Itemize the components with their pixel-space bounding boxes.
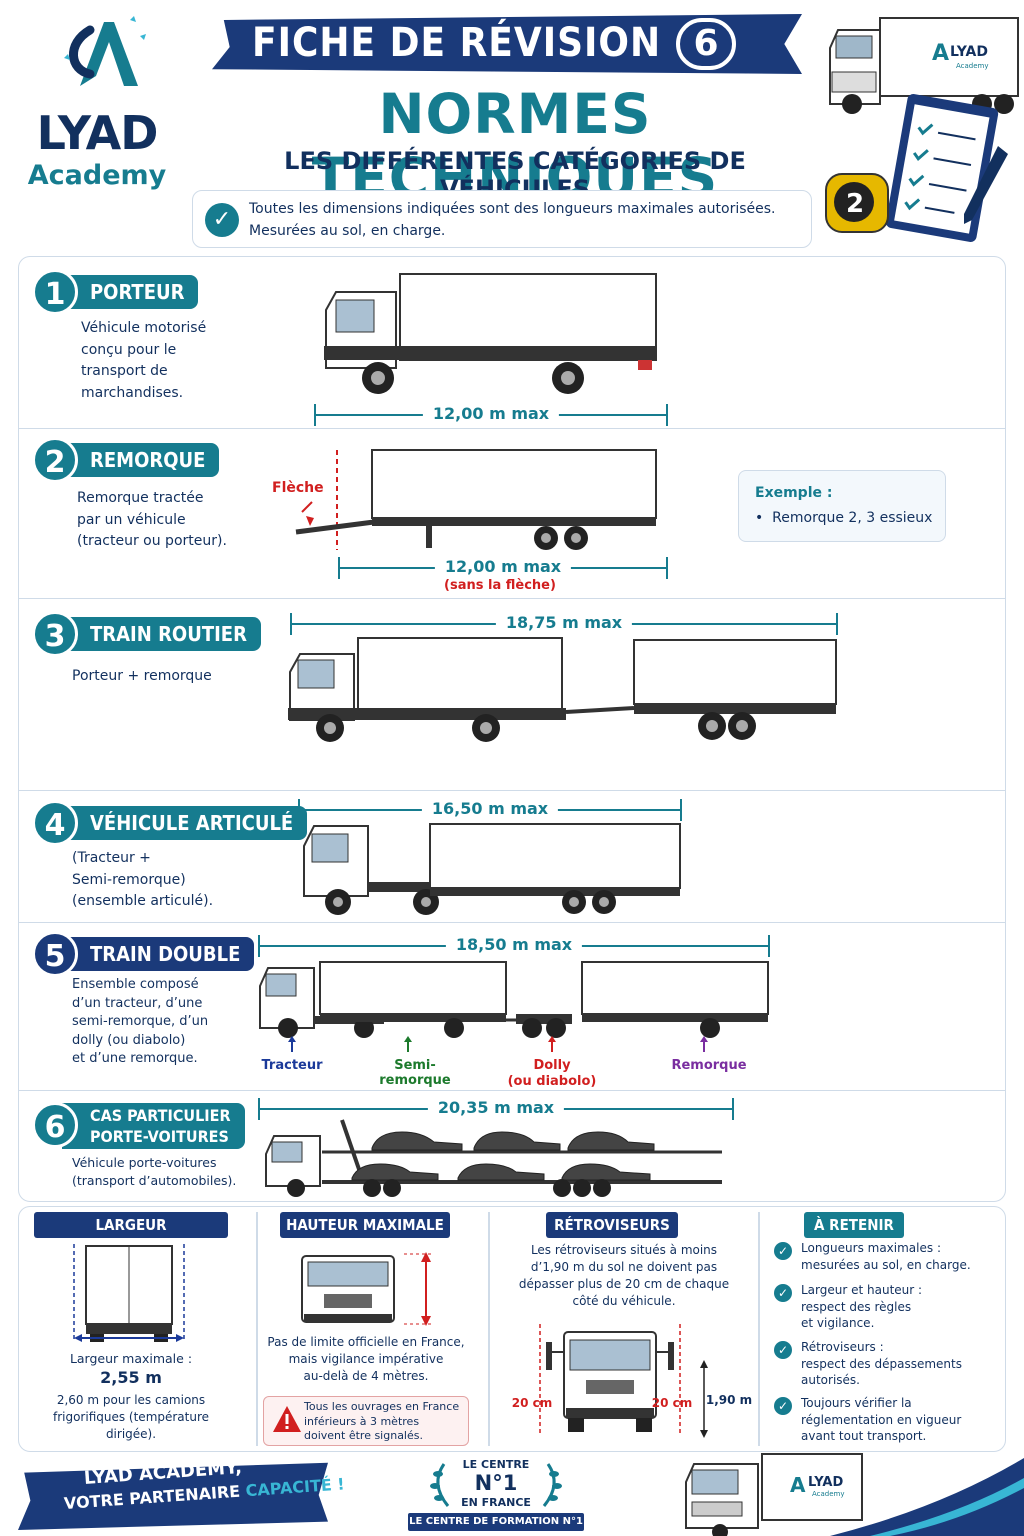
section-5-number: 5 [32, 931, 78, 977]
section-4-desc: (Tracteur + Semi-remorque) (ensemble art… [72, 850, 214, 909]
remorque-trailer-illustration [295, 449, 657, 550]
section-1-title: PORTEUR [62, 275, 199, 309]
rules-panel [18, 1206, 1006, 1452]
check-icon: ✓ [774, 1397, 792, 1415]
truck-front-height-illustration [301, 1252, 434, 1326]
vehicule-articule-illustration [303, 823, 681, 915]
section-1-number: 1 [32, 269, 78, 315]
section-4-number: 4 [32, 800, 78, 846]
truck-rear-width-illustration [73, 1244, 185, 1342]
footer-slogan: LYAD ACADEMY, VOTRE PARTENAIRE CAPACITÉ … [18, 1457, 345, 1530]
note-line-1: Toutes les dimensions indiquées sont des… [249, 201, 776, 217]
truck-front-mirrors-illustration [539, 1324, 708, 1438]
part-label-semi-remorque: Semi-remorque [379, 1058, 451, 1088]
width-note: 2,60 m pour les camions frigorifiques (t… [52, 1393, 210, 1441]
mirrors-title: RÉTROVISEURS [546, 1212, 678, 1238]
mirror-height: 1,90 m [705, 1393, 753, 1407]
footer-truck-illustration: LYAD Academy A [685, 1453, 1024, 1536]
truck-logo-sub: Academy [956, 62, 989, 70]
check-icon: ✓ [774, 1242, 792, 1260]
width-value: 2,55 m [100, 1368, 162, 1387]
footer-truck-logo: LYAD [808, 1475, 843, 1490]
footer-truck-logo-sub: Academy [812, 1490, 845, 1498]
retain-title: À RETENIR [804, 1212, 904, 1238]
section-2-desc: Remorque tractée par un véhicule (tracte… [77, 490, 227, 549]
award-line-2: N°1 [474, 1471, 518, 1495]
train-double-illustration [259, 961, 769, 1052]
svg-text:A: A [790, 1473, 806, 1497]
check-icon: ✓ [774, 1284, 792, 1302]
info-note: ✓ Toutes les dimensions indiquées sont d… [192, 190, 812, 248]
section-5-title: TRAIN DOUBLE [62, 937, 255, 971]
section-2-dimension-note: (sans la flèche) [444, 578, 556, 593]
example-item: • Remorque 2, 3 essieux [755, 510, 933, 526]
section-1-desc: Véhicule motorisé conçu pour le transpor… [81, 320, 207, 401]
lyad-logo: LYAD Academy [22, 10, 172, 191]
warning-icon [273, 1406, 301, 1432]
example-title: Exemple : [755, 485, 833, 501]
row-divider [18, 598, 1006, 599]
award-line-3: EN FRANCE [461, 1496, 531, 1509]
section-3-desc: Porteur + remorque [72, 668, 212, 684]
section-3-dimension: 18,75 m max [290, 613, 838, 635]
section-6-dimension: 20,35 m max [258, 1098, 734, 1120]
height-warning: Tous les ouvrages en France inférieurs à… [263, 1396, 469, 1446]
section-1-dimension: 12,00 m max [314, 404, 668, 426]
arrow-label: Flèche [272, 480, 324, 496]
mirror-right-offset: 20 cm [651, 1396, 693, 1410]
warning-text: Tous les ouvrages en France inférieurs à… [304, 1400, 460, 1442]
porte-voitures-illustration [265, 1119, 722, 1197]
logo-brand: LYAD [36, 106, 159, 160]
laurel-icon [430, 1463, 562, 1507]
row-divider [18, 790, 1006, 791]
section-3-number: 3 [32, 611, 78, 657]
height-title: HAUTEUR MAXIMALE [280, 1212, 450, 1238]
section-4-dimension: 16,50 m max [298, 799, 682, 821]
train-routier-illustration [288, 637, 837, 742]
part-label-remorque: Remorque [671, 1058, 747, 1073]
svg-text:A: A [932, 41, 949, 66]
mirror-left-offset: 20 cm [511, 1396, 553, 1410]
section-3-title: TRAIN ROUTIER [62, 617, 261, 651]
part-label-dolly-sub: (ou diabolo) [507, 1074, 597, 1089]
section-4-title: VÉHICULE ARTICULÉ [62, 806, 308, 840]
tape-number: 2 [846, 189, 864, 219]
section-2-number: 2 [32, 437, 78, 483]
porteur-truck-illustration [324, 273, 657, 394]
logo-a-icon [64, 16, 146, 86]
logo-sub: Academy [27, 160, 167, 191]
check-icon: ✓ [774, 1341, 792, 1359]
section-5-dimension: 18,50 m max [258, 935, 770, 957]
truck-clipboard-illustration: LYAD Academy A 2 [825, 17, 1019, 243]
section-2-dimension: 12,00 m max [338, 557, 668, 579]
banner-number: 6 [676, 18, 736, 70]
example-box: Exemple : • Remorque 2, 3 essieux [738, 470, 946, 542]
part-label-tracteur: Tracteur [261, 1058, 323, 1073]
part-label-dolly: Dolly [533, 1058, 571, 1073]
award-ribbon: LE CENTRE DE FORMATION N°1 [408, 1513, 584, 1531]
banner-title: FICHE DE RÉVISION [252, 20, 662, 66]
mirrors-text: Les rétroviseurs situés à moins d’1,90 m… [518, 1243, 730, 1308]
section-6-desc: Véhicule porte-voitures (transport d’aut… [72, 1155, 237, 1188]
award-line-1: LE CENTRE [462, 1458, 530, 1471]
height-text: Pas de limite officielle en France, mais… [267, 1335, 465, 1383]
section-2-title: REMORQUE [62, 443, 220, 477]
award-badge: LE CENTRE N°1 EN FRANCE LE CENTRE DE FOR… [408, 1456, 584, 1534]
revision-banner: FICHE DE RÉVISION 6 [212, 14, 802, 74]
check-icon: ✓ [205, 203, 239, 237]
note-line-2: Mesurées au sol, en charge. [249, 223, 446, 239]
row-divider [18, 428, 1006, 429]
row-divider [18, 1090, 1006, 1091]
width-label: Largeur maximale : [69, 1351, 193, 1366]
section-6-number: 6 [32, 1102, 78, 1148]
truck-logo-text: LYAD [950, 44, 988, 60]
width-title: LARGEUR RÉGLEMENTAIRE [34, 1212, 228, 1260]
section-5-desc: Ensemble composé d’un tracteur, d’une se… [72, 977, 209, 1066]
section-6-title: CAS PARTICULIER PORTE-VOITURES [62, 1103, 245, 1149]
vehicle-categories-panel [18, 256, 1006, 1202]
row-divider [18, 922, 1006, 923]
